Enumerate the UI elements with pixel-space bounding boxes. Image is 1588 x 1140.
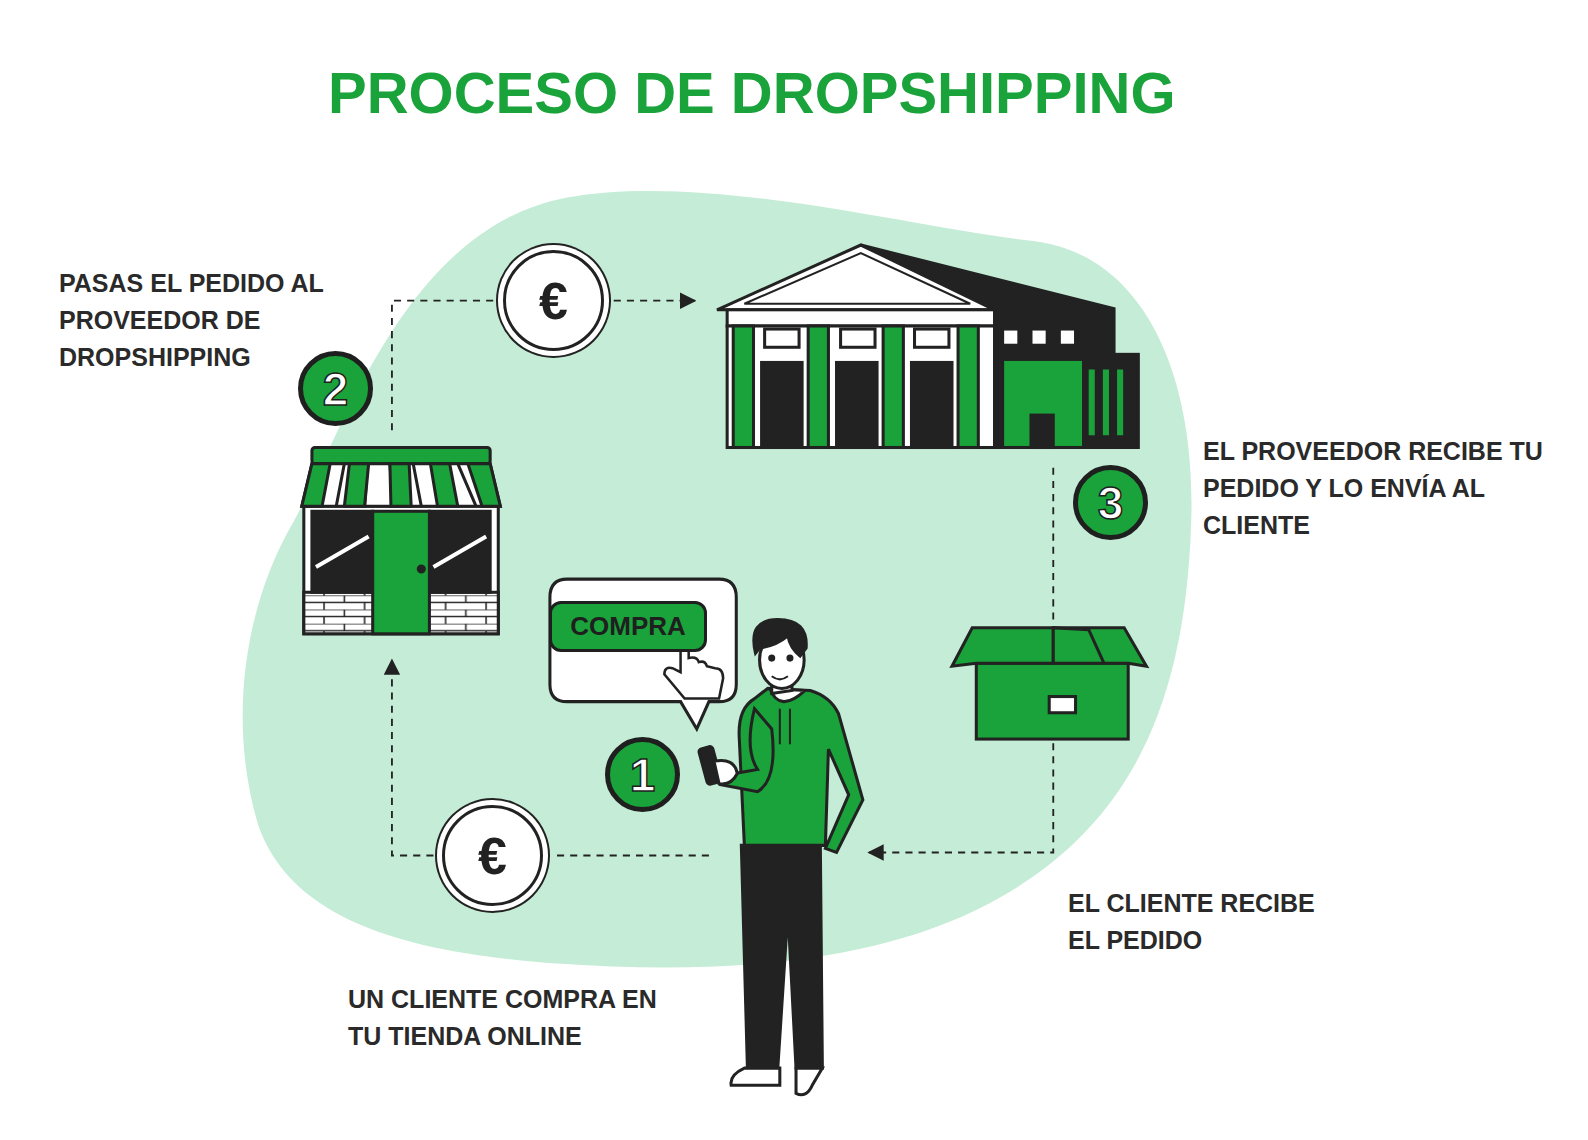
diagram-title: PROCESO DE DROPSHIPPING	[328, 59, 1176, 126]
hand-cursor	[664, 647, 723, 699]
flow-lines	[392, 301, 1053, 856]
node-text: €	[478, 826, 507, 886]
shop-icon	[302, 447, 501, 633]
node-text: 3	[1098, 476, 1124, 530]
step-caption: UN CLIENTE COMPRA EN TU TIENDA ONLINE	[348, 981, 682, 1055]
node-text: 1	[630, 748, 656, 802]
node-text: €	[539, 271, 568, 331]
warehouse-icon	[717, 245, 1138, 447]
package-icon	[952, 628, 1146, 739]
buy-button: COMPRA	[549, 601, 707, 652]
node-text: COMPRA	[570, 611, 686, 642]
background-blob	[243, 191, 1192, 968]
step-number: 3	[1073, 465, 1148, 540]
step-caption: EL PROVEEDOR RECIBE TU PEDIDO Y LO ENVÍA…	[1203, 433, 1557, 544]
step-caption: PASAS EL PEDIDO AL PROVEEDOR DE DROPSHIP…	[59, 265, 338, 376]
step-number: 1	[605, 737, 680, 812]
node-text: 2	[323, 362, 349, 416]
person-figure	[698, 620, 862, 1095]
speech-bubble	[550, 579, 736, 729]
step-number: 2	[298, 351, 373, 426]
euro-coin: €	[442, 805, 543, 906]
step-caption: EL CLIENTE RECIBE EL PEDIDO	[1068, 885, 1341, 959]
euro-coin: €	[503, 250, 604, 351]
